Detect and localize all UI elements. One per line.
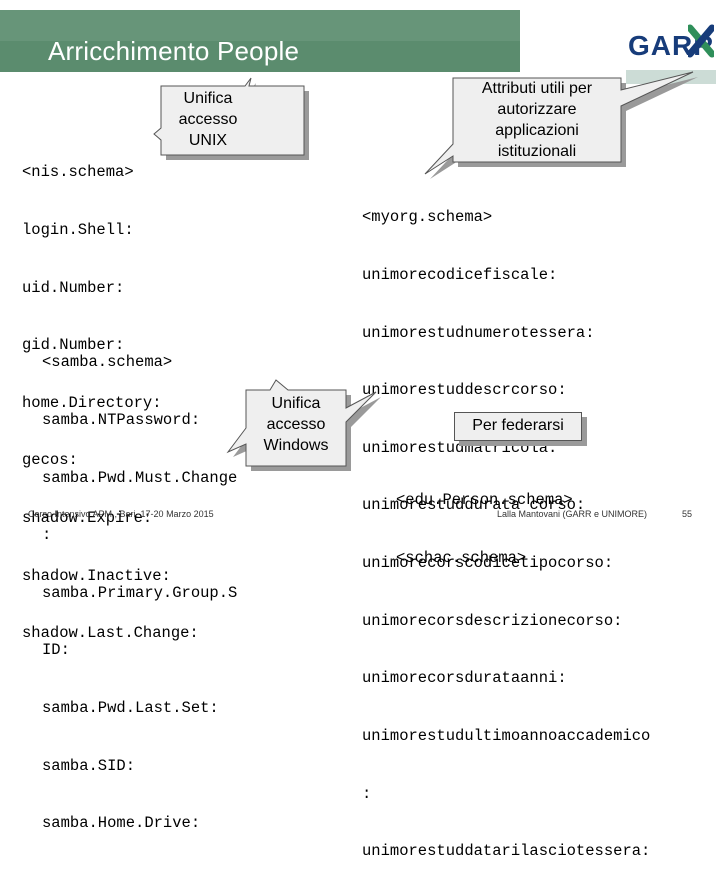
callout-windows-shape	[226, 379, 381, 471]
code-line: unimorestudmatricola:	[362, 438, 558, 457]
code-line: unimorestudultimoannoaccademico	[362, 726, 651, 745]
slide-title: Arricchimento People	[48, 36, 300, 66]
code-line: samba.NTPassword:	[42, 411, 201, 430]
callout-line: autorizzare	[497, 101, 577, 118]
code-line: unimorestuddurata corso:	[362, 496, 586, 515]
page-number: 55	[682, 509, 693, 519]
code-line: uid.Number:	[22, 278, 125, 297]
callout-attributes: Attributi utili per autorizzare applicaz…	[424, 71, 700, 179]
logo-x-mark	[688, 24, 714, 58]
callout-line: Attributi utili per	[481, 80, 593, 97]
callout-windows-text: Unifica accesso Windows	[246, 393, 346, 456]
code-line: gid.Number:	[22, 336, 125, 355]
callout-attributes-text: Attributi utili per autorizzare applicaz…	[453, 78, 621, 162]
callout-line: applicazioni	[495, 122, 579, 139]
code-line: unimorecorsdurataanni:	[362, 669, 567, 688]
code-line: <edu.Person.schema>	[396, 491, 573, 510]
code-line: home.Directory:	[22, 393, 162, 412]
code-line: unimorecodicefiscale:	[362, 266, 558, 285]
samba-schema-block: <samba.schema> samba.NTPassword: samba.P…	[42, 315, 237, 853]
code-line: :	[362, 784, 372, 803]
code-line: unimorestuddescrcorso:	[362, 381, 567, 400]
callout-unix: Unifica accesso UNIX	[148, 77, 312, 164]
callout-line: istituzionali	[497, 143, 577, 160]
callout-line: accesso	[178, 111, 238, 128]
code-line: samba.SID:	[42, 756, 136, 775]
code-line: samba.Home.Drive:	[42, 814, 201, 833]
footer-course: Corso Intensivo APM , Bari, 17-20 Marzo …	[28, 509, 214, 519]
callout-line: Unifica	[183, 90, 233, 107]
code-line: ID:	[42, 641, 70, 660]
callout-federation-text: Per federarsi	[472, 417, 564, 434]
code-line: gecos:	[22, 451, 78, 470]
code-line: :	[42, 526, 52, 545]
code-line: samba.Primary.Group.S	[42, 583, 238, 602]
footer-author: Lalla Mantovani (GARR e UNIMORE)	[497, 509, 648, 519]
code-line: shadow.Expire:	[22, 509, 153, 528]
code-line: samba.Pwd.Must.Change	[42, 468, 238, 487]
garr-logo: GARR	[626, 24, 716, 84]
callout-line: Windows	[263, 437, 329, 454]
code-line: <schac.schema>	[396, 549, 527, 568]
code-line: unimorecorsdescrizionecorso:	[362, 611, 623, 630]
callout-federation: Per federarsi	[454, 412, 582, 441]
code-line: unimorestudnumerotessera:	[362, 323, 595, 342]
callout-attributes-shape	[424, 71, 698, 179]
title-bar: Arricchimento People	[0, 10, 520, 72]
code-line: <nis.schema>	[22, 163, 134, 182]
callout-line: UNIX	[188, 132, 228, 149]
code-line: samba.Pwd.Last.Set:	[42, 699, 219, 718]
code-line: <myorg.schema>	[362, 208, 493, 227]
code-line: <samba.schema>	[42, 353, 173, 372]
edu-schac-schema-block: <edu.Person.schema> <schac.schema>	[396, 453, 573, 587]
title-bar-highlight	[0, 10, 520, 41]
code-line: unimorestuddatarilasciotessera:	[362, 842, 651, 861]
callout-unix-shape	[153, 77, 309, 160]
code-line: login.Shell:	[22, 221, 134, 240]
callout-line: Unifica	[271, 395, 321, 412]
callout-line: accesso	[266, 416, 326, 433]
callout-windows: Unifica accesso Windows	[226, 378, 400, 474]
callout-unix-text: Unifica accesso UNIX	[158, 88, 258, 151]
